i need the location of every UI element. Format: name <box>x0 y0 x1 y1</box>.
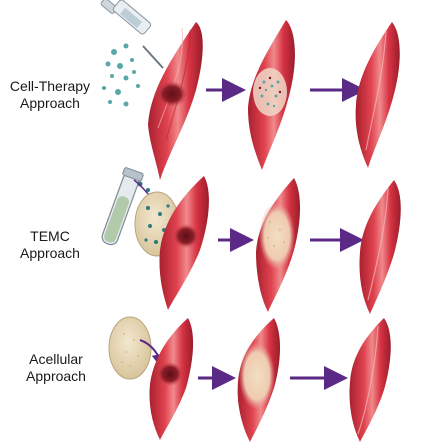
injured-muscle-3 <box>149 318 194 440</box>
cell-therapy-label-line1: Cell-Therapy <box>9 78 91 94</box>
temc-label: TEMC Approach <box>2 228 98 262</box>
acellular-label-line1: Acellular <box>29 351 83 367</box>
cell-droplets <box>102 43 140 107</box>
cell-therapy-label-line2: Approach <box>20 95 80 111</box>
healing-muscle-3 <box>237 318 280 442</box>
injury-site-icon <box>173 224 199 248</box>
injured-muscle-2 <box>159 176 209 310</box>
regenerated-muscle-1 <box>355 22 400 168</box>
injury-site-icon <box>157 362 183 386</box>
healing-muscle-1 <box>248 20 295 170</box>
healing-muscle-2 <box>256 178 300 312</box>
acellular-row <box>108 316 391 442</box>
acellular-label: Acellular Approach <box>8 351 104 385</box>
cell-therapy-row <box>100 0 400 180</box>
injured-muscle-1 <box>148 22 203 180</box>
temc-row <box>101 167 401 314</box>
acellular-scaffold-icon <box>108 316 152 380</box>
transfer-cells <box>137 181 150 192</box>
test-tube-icon <box>101 167 144 246</box>
cell-therapy-label: Cell-Therapy Approach <box>2 78 98 112</box>
regenerated-muscle-2 <box>359 180 401 314</box>
temc-label-line1: TEMC <box>30 228 70 244</box>
syringe-icon <box>100 0 164 69</box>
acellular-label-line2: Approach <box>26 368 86 384</box>
temc-label-line2: Approach <box>20 245 80 261</box>
regenerated-muscle-3 <box>349 318 391 442</box>
injury-site-icon <box>157 81 187 107</box>
